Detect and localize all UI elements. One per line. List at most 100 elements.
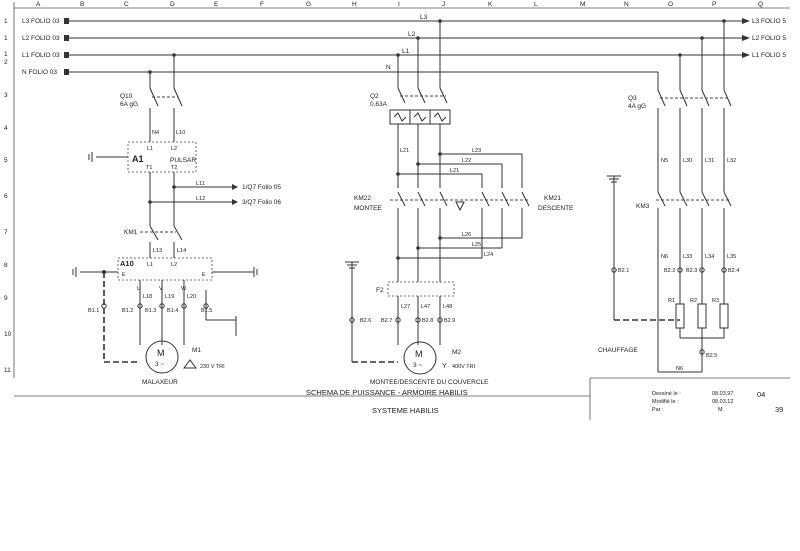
wire-l27: L27 — [401, 304, 410, 310]
term-b2-8: B2.8 — [422, 318, 433, 324]
f2-relay-box — [387, 281, 455, 297]
col-label: O — [668, 1, 673, 8]
term-b2-9: B2.9 — [444, 318, 455, 324]
q2-rating: 0,63A — [370, 101, 388, 108]
terminal-row-b1 — [101, 303, 209, 309]
r3-label: R3 — [712, 298, 719, 304]
wire-l35: L35 — [727, 254, 736, 260]
rail-tag: L1 — [402, 48, 410, 55]
term-b1-4: B1.4 — [167, 308, 178, 314]
column-labels: A B C D E F G H I J K L M N O P Q — [36, 1, 763, 8]
rail-arrow — [742, 35, 750, 41]
term-l1: L1 — [147, 262, 153, 268]
q3-label: Q3 — [628, 95, 637, 102]
wire-l21b: L21 — [450, 168, 459, 174]
heating-name: CHAUFFAGE — [598, 347, 638, 354]
mixer-name: MALAXEUR — [142, 379, 178, 386]
col-label: N — [624, 1, 629, 8]
q10-rating: 6A gG — [120, 101, 138, 108]
col-label: H — [352, 1, 357, 8]
motor-m2-label: M2 — [452, 349, 461, 356]
rail-label-l1: L1 FOLIO 03 — [22, 52, 60, 59]
km3-label: KM3 — [636, 203, 650, 210]
motor-m2-phase: 3 ~ — [413, 362, 422, 369]
rail-arrow — [742, 52, 750, 58]
km22-label: KM22 — [354, 195, 371, 202]
row-label: 9 — [4, 295, 8, 302]
col-label: L — [534, 1, 538, 8]
term-b2-4: B2.4 — [728, 268, 739, 274]
wire-n6: N6 — [661, 254, 668, 260]
wire-l31: L31 — [705, 158, 714, 164]
wire-l22: L22 — [462, 158, 471, 164]
row-label: 10 — [4, 331, 12, 338]
star-icon: Y — [442, 361, 447, 370]
motor-m1-voltage: 230 V TRI — [200, 364, 225, 370]
col-label: M — [580, 1, 585, 8]
term-b2-2: B2.2 — [664, 268, 675, 274]
wire-l23: L23 — [472, 148, 481, 154]
term-l2: L2 — [171, 146, 177, 152]
col-label: G — [306, 1, 311, 8]
power-rails: L3 FOLIO 03 L2 FOLIO 03 L1 FOLIO 03 N FO… — [22, 14, 786, 76]
rail-tag: L2 — [408, 31, 416, 38]
col-label: B — [80, 1, 84, 8]
col-label: P — [712, 1, 716, 8]
drawing-title: SCHEMA DE PUISSANCE - ARMOIRE HABILIS — [306, 388, 468, 397]
term-b1-5: B1.5 — [201, 308, 212, 314]
wire-l10: L10 — [176, 130, 185, 136]
pulsar-label: PULSAR — [170, 157, 196, 164]
wire-l24: L24 — [484, 252, 493, 258]
a10-box — [117, 257, 213, 281]
km21-label: KM21 — [544, 195, 561, 202]
km1-label: KM1 — [124, 229, 138, 236]
modified-label: Modifié le : — [652, 399, 679, 405]
a1-label: A1 — [132, 154, 144, 164]
system-name: SYSTEME HABILIS — [372, 406, 439, 415]
wire-n5: N5 — [661, 158, 668, 164]
term-b1-3: B1.3 — [145, 308, 156, 314]
q2-thermal-block — [389, 109, 451, 125]
row-label: 3 — [4, 92, 8, 99]
wire-l26: L26 — [462, 232, 471, 238]
term-w: W — [181, 286, 187, 292]
motor-m1 — [145, 340, 179, 374]
row-label: 7 — [4, 229, 8, 236]
wire-l21: L21 — [400, 148, 409, 154]
wire-l30: L30 — [683, 158, 692, 164]
wire-n6b: N6 — [676, 366, 683, 372]
rail-label-l3: L3 FOLIO 03 — [22, 18, 60, 25]
row-label: 6 — [4, 193, 8, 200]
row-label: 11 — [4, 367, 11, 374]
wire-l11: L11 — [196, 181, 205, 187]
rail-tag: N — [386, 64, 391, 71]
folio-ref-2: 3/Q7 Folio 06 — [242, 199, 281, 206]
row-label: 1 — [4, 51, 8, 58]
wire-l48: L48 — [443, 304, 452, 310]
col-label: I — [398, 1, 400, 8]
r1-label: R1 — [668, 298, 675, 304]
col-label: E — [214, 1, 219, 8]
lid-name: MONTEE/DESCENTE DU COUVERCLE — [370, 379, 489, 386]
rail-out-l1: L1 FOLIO 5 — [752, 52, 786, 59]
folio-ref-1: 1/Q7 Folio 05 — [242, 184, 281, 191]
motor-m1-phase: 3 ~ — [155, 361, 164, 368]
r2-label: R2 — [690, 298, 697, 304]
descente-label: DESCENTE — [538, 205, 574, 212]
wire-l18: L18 — [143, 294, 152, 300]
lid-circuit: Q2 0,63A L21 L23 L22 L21 KM22 MO — [345, 19, 574, 386]
motor-m1-symbol: M — [157, 348, 165, 358]
col-label: D — [170, 1, 175, 8]
term-b1-2: B1.2 — [122, 308, 133, 314]
wire-l13: L13 — [153, 248, 162, 254]
terminal-row-b2 — [349, 317, 443, 323]
wire-l32: L32 — [727, 158, 736, 164]
motor-m2-voltage: 400V TRI — [452, 364, 476, 370]
heater-r3 — [719, 303, 729, 329]
term-b1-1: B1.1 — [88, 308, 99, 314]
motor-m2 — [403, 341, 437, 375]
drawn-label: Dessiné le : — [652, 391, 681, 397]
term-l1: L1 — [147, 146, 153, 152]
heater-r1 — [675, 303, 685, 329]
